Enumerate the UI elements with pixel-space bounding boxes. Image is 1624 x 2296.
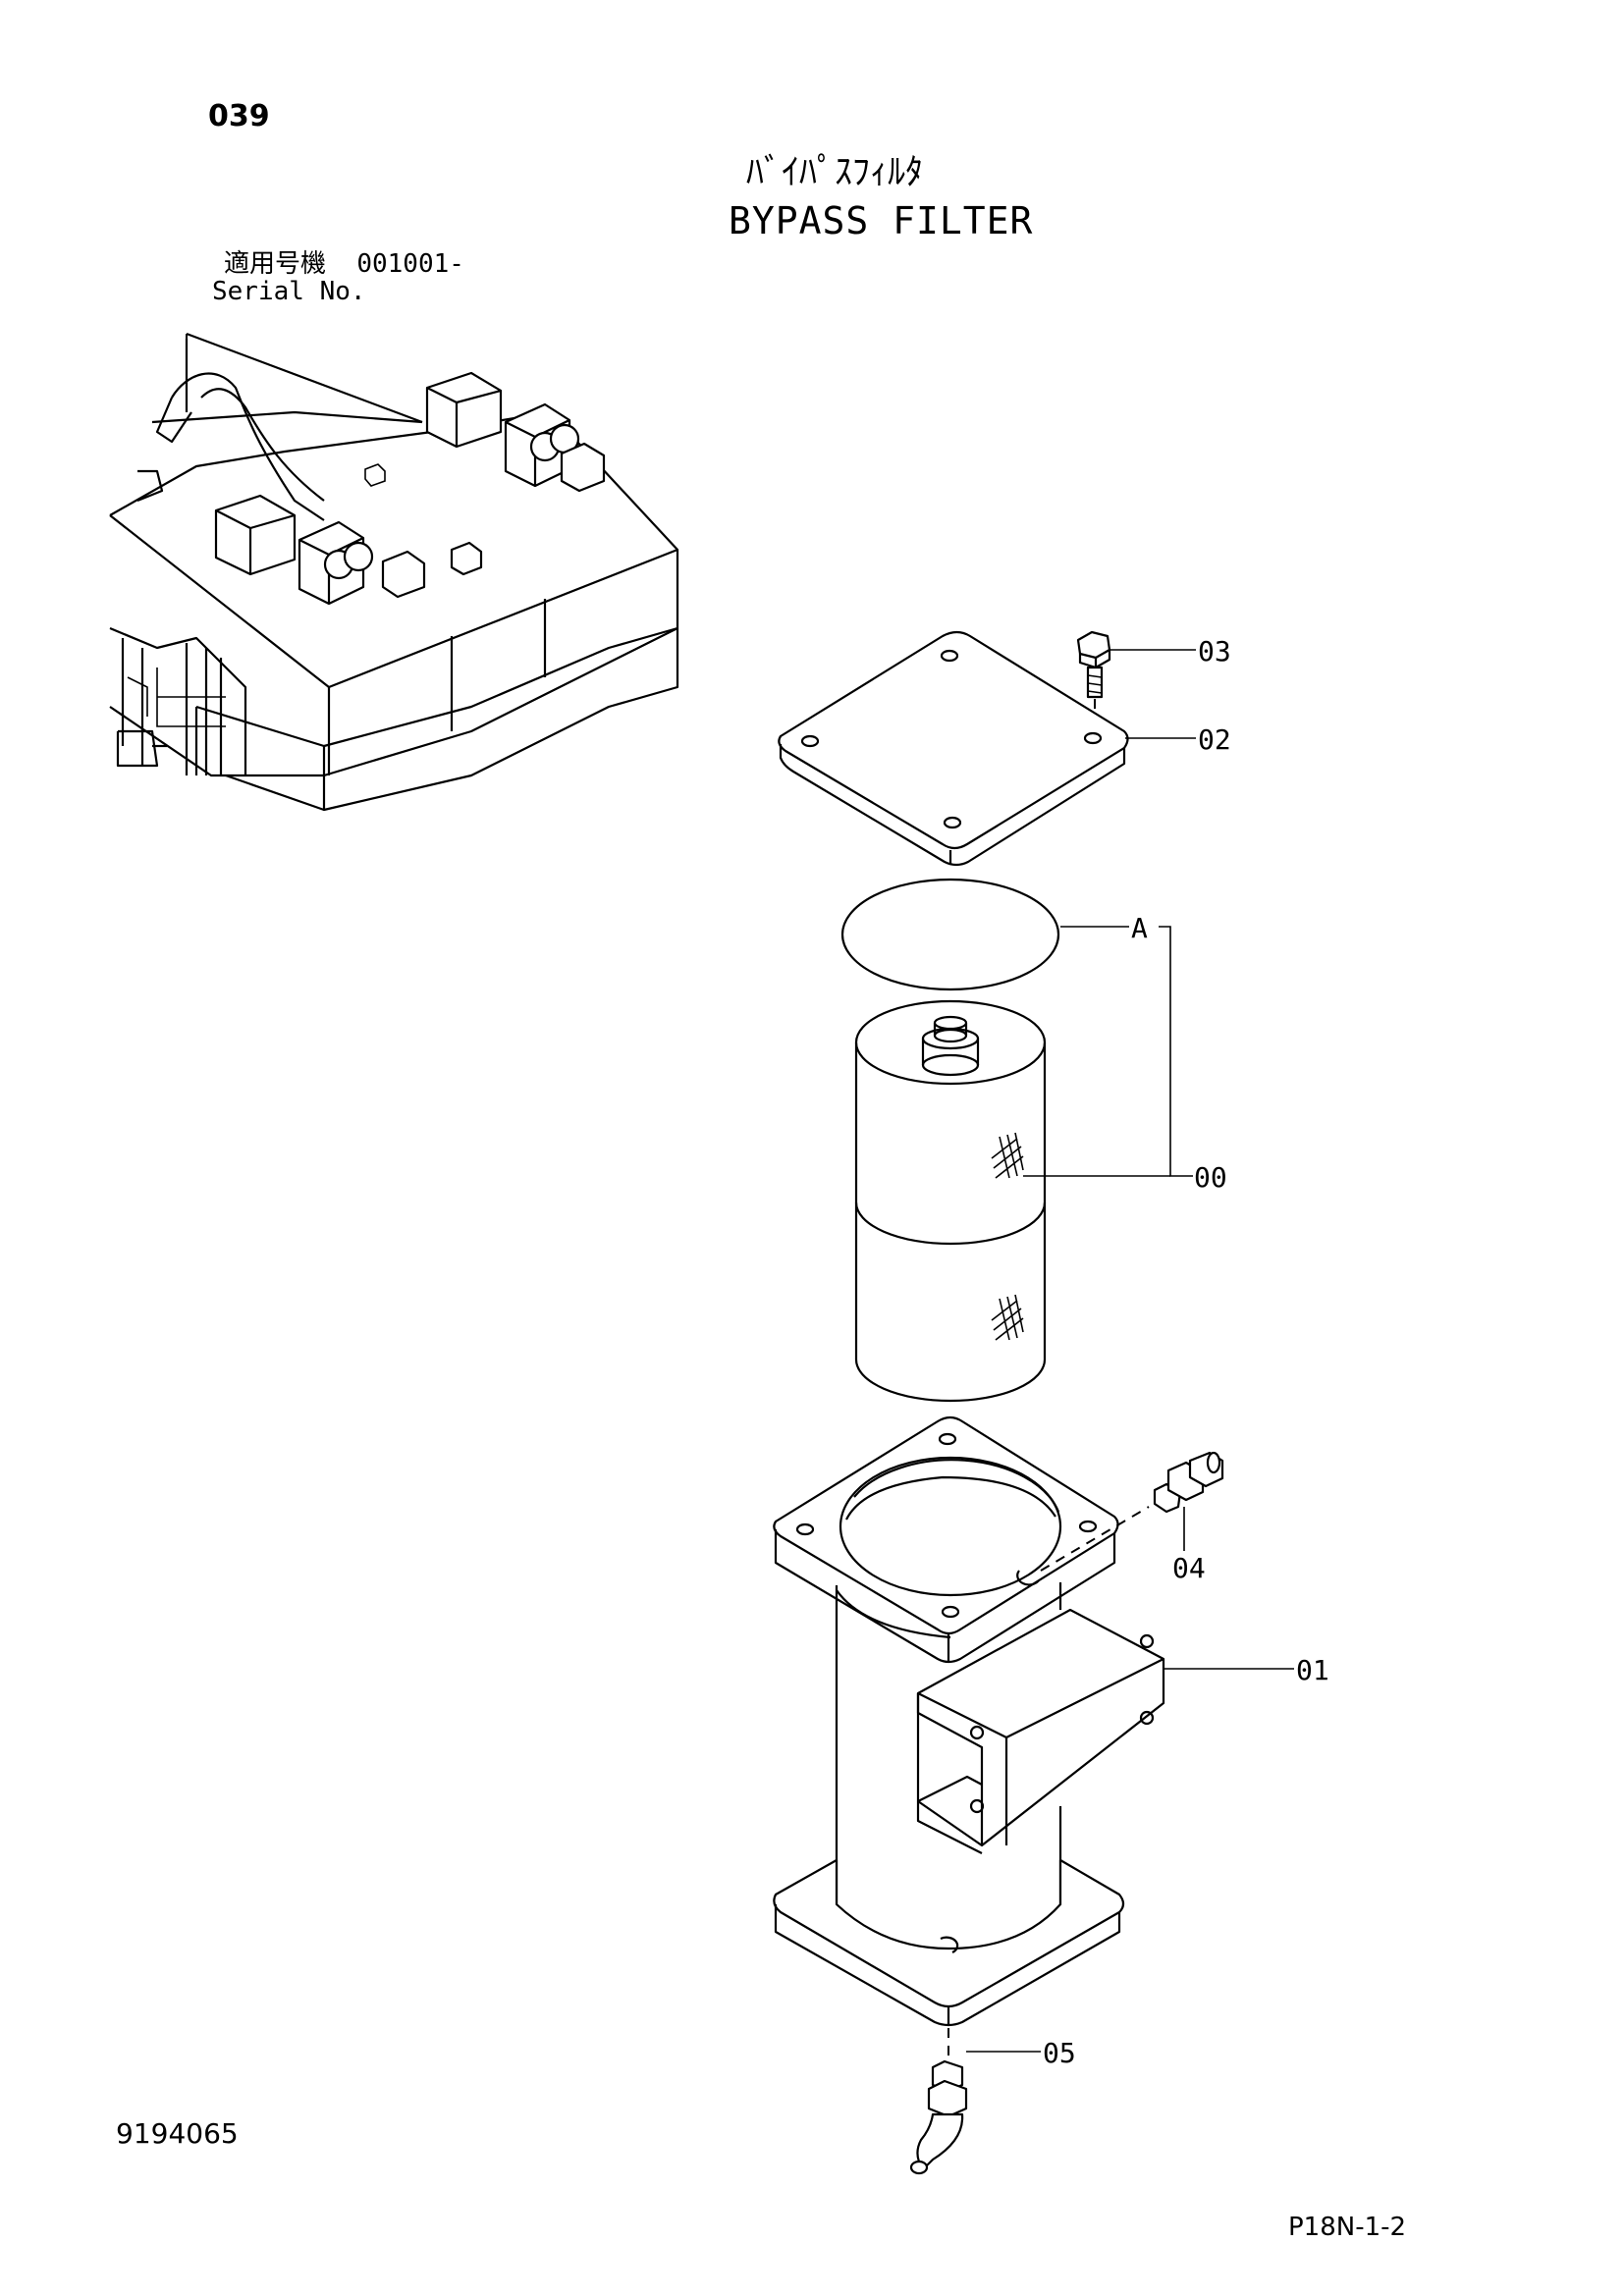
callout-02: 02 — [1198, 723, 1231, 756]
callout-04: 04 — [1172, 1552, 1206, 1584]
machine-location-view — [109, 332, 679, 812]
callout-00: 00 — [1194, 1161, 1227, 1194]
leader-lines — [966, 649, 1294, 2053]
title-english: BYPASS FILTER — [729, 199, 1034, 242]
serial-value: 001001- — [356, 249, 464, 279]
serial-row-japanese: 適用号機 001001- — [224, 251, 464, 277]
document-number: 9194065 — [116, 2117, 239, 2150]
part-05-elbow-fitting — [909, 2028, 968, 2175]
callout-01: 01 — [1296, 1654, 1329, 1686]
part-03-bolt — [1076, 630, 1111, 726]
serial-label-jp: 適用号機 — [224, 249, 327, 279]
callout-05: 05 — [1043, 2037, 1076, 2069]
page-reference: P18N-1-2 — [1288, 2213, 1407, 2242]
serial-label-en: Serial No. — [212, 277, 366, 306]
part-04-fitting — [1153, 1451, 1224, 1514]
callout-03: 03 — [1198, 635, 1231, 667]
part-a-o-ring — [840, 878, 1060, 991]
page-number: 039 — [208, 99, 270, 133]
callout-a: A — [1131, 912, 1148, 944]
part-02-cover-plate — [778, 630, 1129, 867]
part-00-filter-element — [854, 999, 1047, 1403]
part-01-filter-housing — [773, 1415, 1165, 2027]
title-japanese: ﾊﾞｲﾊﾟｽﾌｨﾙﾀ — [746, 152, 923, 192]
